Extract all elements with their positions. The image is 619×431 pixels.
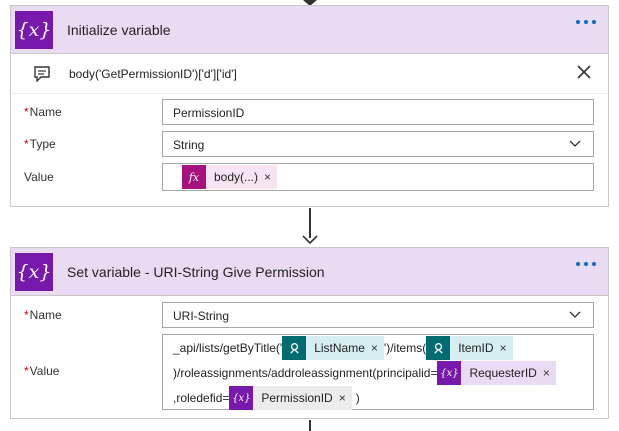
card-title: Initialize variable xyxy=(67,21,171,38)
expression-icon: fx xyxy=(182,165,206,189)
more-options-icon[interactable] xyxy=(576,20,596,24)
middle-connector xyxy=(309,208,311,238)
close-icon[interactable] xyxy=(576,64,592,80)
sharepoint-icon xyxy=(282,336,307,360)
value-row: Value fx body(...) × xyxy=(11,163,608,191)
type-row: *Type String xyxy=(11,131,608,157)
remove-token-icon[interactable]: × xyxy=(542,361,556,385)
type-select[interactable]: String xyxy=(162,131,594,157)
value-input[interactable]: _api/lists/getByTitle(' ListName × ')/it… xyxy=(162,334,594,410)
remove-token-icon[interactable]: × xyxy=(499,336,513,360)
remove-token-icon[interactable]: × xyxy=(338,386,352,410)
chevron-down-icon[interactable] xyxy=(569,311,581,319)
name-select-value: URI-String xyxy=(173,309,230,323)
remove-token-icon[interactable]: × xyxy=(370,336,384,360)
name-row: *Name URI-String xyxy=(11,302,608,328)
value-row: *Value _api/lists/getByTitle(' ListName … xyxy=(11,334,608,410)
variable-icon: {x} xyxy=(229,386,254,410)
name-input[interactable]: PermissionID xyxy=(162,99,594,125)
itemid-token-label: ItemID xyxy=(450,336,500,360)
chevron-down-icon[interactable] xyxy=(569,140,581,148)
permissionid-token-label: PermissionID xyxy=(253,386,339,410)
set-variable-card: {x} Set variable - URI-String Give Permi… xyxy=(10,247,609,419)
remove-token-icon[interactable]: × xyxy=(264,165,278,189)
bottom-connector xyxy=(309,420,311,431)
name-label: *Name xyxy=(24,308,62,322)
card-header[interactable]: {x} Initialize variable xyxy=(11,6,608,54)
comment-icon xyxy=(34,65,50,82)
type-select-value: String xyxy=(173,138,205,152)
value-text-segment: ,roledefid= xyxy=(173,391,230,405)
listname-token[interactable]: ListName × xyxy=(282,336,384,360)
value-text-segment: ) xyxy=(355,391,360,405)
card-title: Set variable - URI-String Give Permissio… xyxy=(67,263,325,280)
expression-token[interactable]: fx body(...) × xyxy=(182,165,278,189)
variable-icon: {x} xyxy=(15,252,53,291)
value-input[interactable]: fx body(...) × xyxy=(162,163,594,191)
variable-icon: {x} xyxy=(15,10,53,49)
value-text-segment: )/roleassignments/addroleassignment(prin… xyxy=(173,366,438,380)
card-header[interactable]: {x} Set variable - URI-String Give Permi… xyxy=(11,248,608,296)
more-options-icon[interactable] xyxy=(576,262,596,266)
top-arrow-icon xyxy=(303,0,317,6)
type-label: *Type xyxy=(24,137,56,151)
variable-icon: {x} xyxy=(437,361,462,385)
name-input-value: PermissionID xyxy=(173,106,245,120)
value-label: *Value xyxy=(24,364,60,378)
value-label: Value xyxy=(24,170,54,184)
name-select[interactable]: URI-String xyxy=(162,302,594,328)
itemid-token[interactable]: ItemID × xyxy=(426,336,513,360)
down-arrow-icon xyxy=(302,235,318,245)
value-text-segment: _api/lists/getByTitle(' xyxy=(173,341,283,355)
comment-row: body('GetPermissionID')['d']['id'] xyxy=(11,54,608,94)
comment-text: body('GetPermissionID')['d']['id'] xyxy=(69,66,237,81)
requesterid-token[interactable]: {x} RequesterID × xyxy=(437,361,556,385)
name-label: *Name xyxy=(24,105,62,119)
sharepoint-icon xyxy=(426,336,451,360)
name-row: *Name PermissionID xyxy=(11,99,608,125)
expression-token-label: body(...) xyxy=(206,165,265,189)
initialize-variable-card: {x} Initialize variable body('GetPermiss… xyxy=(10,5,609,207)
requesterid-token-label: RequesterID xyxy=(461,361,543,385)
permissionid-token[interactable]: {x} PermissionID × xyxy=(229,386,352,410)
listname-token-label: ListName xyxy=(306,336,371,360)
value-text-segment: ')/items( xyxy=(383,341,427,355)
